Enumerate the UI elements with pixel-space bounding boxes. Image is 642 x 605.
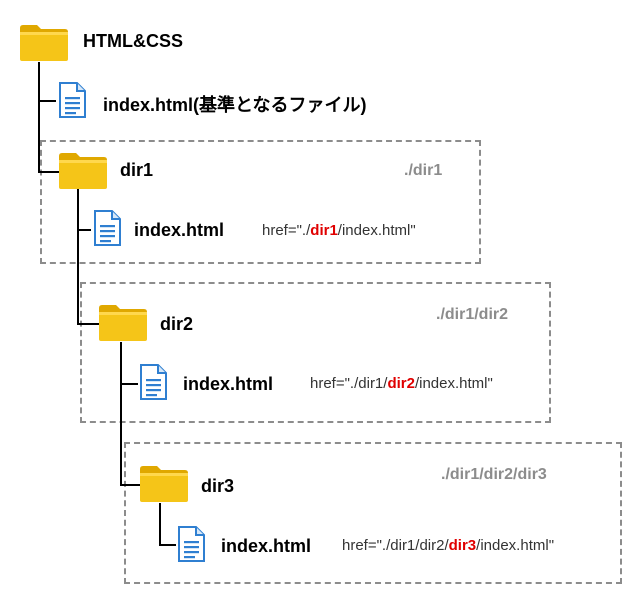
dir3-href-text: href="./dir1/dir2/dir3/index.html" bbox=[342, 537, 554, 554]
dir3-folder-label: dir3 bbox=[201, 476, 235, 496]
dir3-branch-line bbox=[120, 484, 140, 486]
dir3-folder-icon[interactable] bbox=[139, 463, 189, 503]
root-trunk-line bbox=[38, 62, 40, 173]
dir3-href-suffix: /index.html" bbox=[476, 537, 555, 554]
dir2-href-text: href="./dir1/dir2/index.html" bbox=[310, 375, 493, 392]
dir2-href-highlight: dir2 bbox=[387, 375, 415, 392]
dir2-file-icon[interactable] bbox=[139, 364, 167, 400]
dir1-file-label: index.html bbox=[134, 220, 225, 240]
dir1-href-text: href="./dir1/index.html" bbox=[262, 222, 416, 239]
dir3-path-label: ./dir1/dir2/dir3 bbox=[441, 466, 547, 483]
dir2-branch-line bbox=[77, 323, 100, 325]
dir1-folder-label: dir1 bbox=[120, 160, 154, 180]
dir1-path-label: ./dir1 bbox=[404, 162, 443, 179]
dir2-group-box bbox=[80, 282, 551, 423]
dir3-href-prefix: href="./dir1/dir2/ bbox=[342, 537, 449, 554]
dir3-href-highlight: dir3 bbox=[448, 537, 477, 554]
dir1-href-suffix: /index.html" bbox=[337, 222, 416, 239]
dir1-href-highlight: dir1 bbox=[310, 222, 338, 239]
dir3-file-branch-line bbox=[159, 544, 176, 546]
dir2-trunk-line bbox=[120, 342, 122, 486]
root-folder-label: HTML&CSS bbox=[83, 31, 183, 51]
dir1-folder-icon[interactable] bbox=[58, 150, 108, 190]
dir3-file-label: index.html bbox=[221, 536, 312, 556]
dir2-path-label: ./dir1/dir2 bbox=[436, 306, 509, 323]
base-file-branch-line bbox=[38, 100, 56, 102]
dir2-folder-label: dir2 bbox=[160, 314, 194, 334]
dir1-trunk-line bbox=[77, 189, 79, 325]
dir3-group-box bbox=[124, 442, 622, 584]
dir1-file-branch-line bbox=[77, 229, 91, 231]
dir2-href-suffix: /index.html" bbox=[414, 375, 493, 392]
dir1-file-icon[interactable] bbox=[93, 210, 121, 246]
dir1-branch-line bbox=[38, 171, 60, 173]
dir2-folder-icon[interactable] bbox=[98, 302, 148, 342]
dir1-group-box bbox=[40, 140, 481, 264]
dir1-href-prefix: href="./ bbox=[262, 222, 311, 239]
dir2-href-prefix: href="./dir1/ bbox=[310, 375, 388, 392]
root-folder-icon[interactable] bbox=[19, 22, 69, 62]
dir3-file-icon[interactable] bbox=[177, 526, 205, 562]
dir2-file-label: index.html bbox=[183, 374, 274, 394]
base-file-label: index.html(基準となるファイル) bbox=[103, 95, 367, 115]
dir3-trunk-line bbox=[159, 503, 161, 546]
dir2-file-branch-line bbox=[120, 383, 138, 385]
base-file-icon[interactable] bbox=[58, 82, 86, 118]
